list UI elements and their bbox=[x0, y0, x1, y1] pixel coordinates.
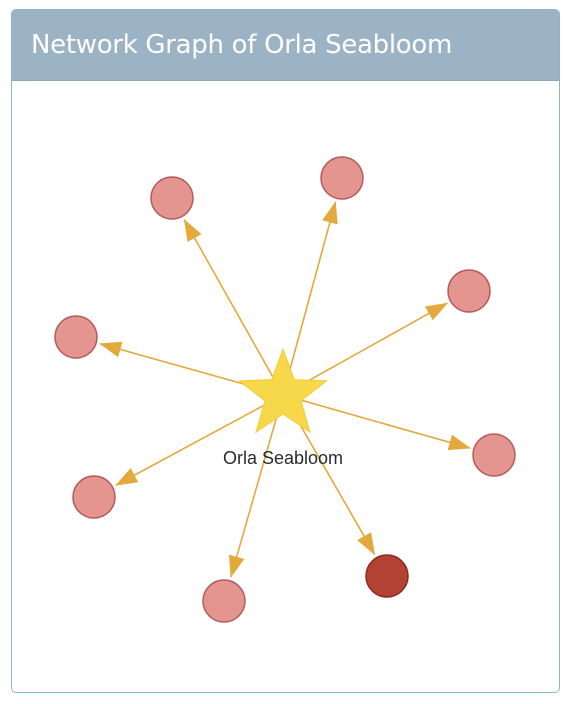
graph-edge bbox=[286, 401, 376, 556]
graph-node[interactable] bbox=[447, 269, 491, 313]
graph-node[interactable] bbox=[150, 176, 194, 220]
panel-header: Network Graph of Orla Seabloom bbox=[12, 10, 559, 81]
center-node-star[interactable] bbox=[237, 347, 329, 434]
graph-edge bbox=[228, 402, 282, 578]
graph-edge bbox=[284, 201, 338, 388]
graph-node[interactable] bbox=[202, 579, 246, 623]
graph-node-highlighted[interactable] bbox=[365, 554, 409, 598]
nodes-layer bbox=[54, 156, 516, 623]
panel-title: Network Graph of Orla Seabloom bbox=[31, 30, 453, 60]
graph-edge bbox=[115, 398, 277, 486]
graph-node[interactable] bbox=[54, 315, 98, 359]
center-node-label: Orla Seabloom bbox=[223, 448, 343, 468]
graph-node[interactable] bbox=[320, 156, 364, 200]
graph-edge bbox=[289, 302, 449, 392]
graph-node[interactable] bbox=[472, 433, 516, 477]
graph-edge bbox=[290, 396, 471, 451]
graph-edge bbox=[183, 218, 280, 389]
center-node-group bbox=[237, 347, 329, 434]
graph-node[interactable] bbox=[72, 475, 116, 519]
